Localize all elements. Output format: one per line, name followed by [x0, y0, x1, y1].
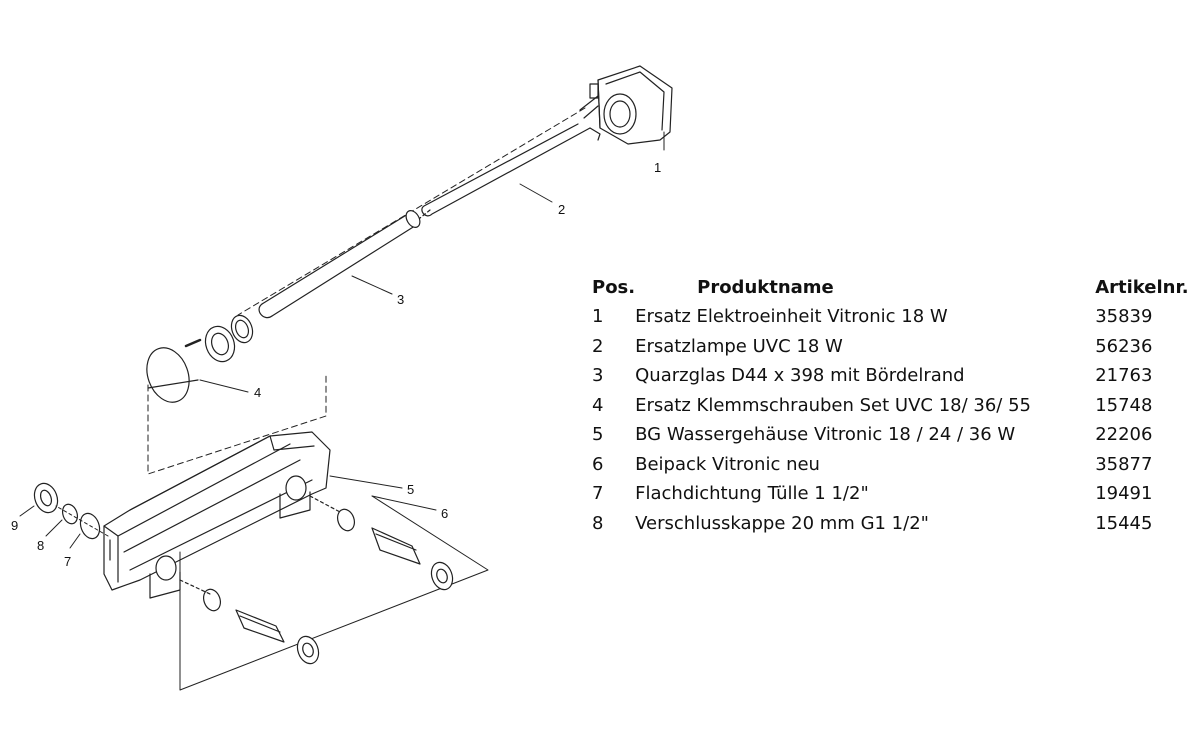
- row-pos: 2: [592, 335, 604, 357]
- header-article-number: Artikelnr.: [1095, 276, 1189, 298]
- callout-9: 9: [11, 518, 18, 533]
- row-pos: 5: [592, 424, 604, 446]
- header-product-name: Produktname: [697, 276, 834, 298]
- table-row: 8 Verschlusskappe 20 mm G1 1/2" 15445: [592, 509, 1192, 539]
- leader-line-6: [371, 495, 437, 511]
- callout-1: 1: [654, 160, 661, 175]
- row-pos: 4: [592, 394, 604, 416]
- uv-lamp-part: [414, 123, 601, 223]
- row-product-name: Beipack Vitronic neu: [635, 453, 820, 475]
- leader-line-5: [329, 475, 403, 489]
- table-row: 2 Ersatzlampe UVC 18 W 56236: [592, 332, 1192, 362]
- row-pos: 8: [592, 512, 604, 534]
- table-row: 6 Beipack Vitronic neu 35877: [592, 450, 1192, 480]
- row-pos: 6: [592, 453, 604, 475]
- row-article-number: 19491: [1095, 483, 1153, 505]
- row-article-number: 15748: [1095, 394, 1153, 416]
- row-product-name: Verschlusskappe 20 mm G1 1/2": [635, 512, 929, 534]
- row-product-name: Ersatz Elektroeinheit Vitronic 18 W: [635, 306, 948, 328]
- callout-3: 3: [397, 292, 404, 307]
- accessory-pack-part: [179, 495, 489, 691]
- leader-line-7: [69, 533, 81, 549]
- row-article-number: 35877: [1095, 453, 1153, 475]
- table-row: 7 Flachdichtung Tülle 1 1/2" 19491: [592, 479, 1192, 509]
- end-cap-part: [33, 482, 59, 514]
- table-header-row: Pos. Produktname Artikelnr.: [592, 272, 1192, 302]
- callout-8: 8: [37, 538, 44, 553]
- callout-4: 4: [254, 385, 261, 400]
- leader-line-4: [199, 379, 249, 393]
- row-product-name: Ersatzlampe UVC 18 W: [635, 335, 843, 357]
- table-row: 5 BG Wassergehäuse Vitronic 18 / 24 / 36…: [592, 420, 1192, 450]
- table-row: 1 Ersatz Elektroeinheit Vitronic 18 W 35…: [592, 302, 1192, 332]
- row-pos: 1: [592, 306, 604, 328]
- callout-6: 6: [441, 506, 448, 521]
- callout-2: 2: [558, 202, 565, 217]
- table-row: 4 Ersatz Klemmschrauben Set UVC 18/ 36/ …: [592, 391, 1192, 421]
- closing-cap-part: [61, 503, 79, 525]
- row-product-name: Flachdichtung Tülle 1 1/2": [635, 483, 869, 505]
- row-product-name: Ersatz Klemmschrauben Set UVC 18/ 36/ 55: [635, 394, 1031, 416]
- row-article-number: 35839: [1095, 306, 1153, 328]
- callout-5: 5: [407, 482, 414, 497]
- row-article-number: 21763: [1095, 365, 1153, 387]
- flat-seal-part: [79, 512, 101, 540]
- parts-list-table: Pos. Produktname Artikelnr. 1 Ersatz Ele…: [592, 272, 1192, 538]
- clamp-screw-set-part: [146, 314, 327, 475]
- leader-line-3: [351, 275, 393, 295]
- quartz-glass-part: [258, 210, 421, 319]
- row-article-number: 56236: [1095, 335, 1153, 357]
- row-pos: 3: [592, 365, 604, 387]
- leader-line-9: [19, 505, 35, 517]
- leader-line-8: [45, 519, 63, 537]
- row-article-number: 22206: [1095, 424, 1153, 446]
- table-row: 3 Quarzglas D44 x 398 mit Bördelrand 217…: [592, 361, 1192, 391]
- row-product-name: BG Wassergehäuse Vitronic 18 / 24 / 36 W: [635, 424, 1016, 446]
- callout-7: 7: [64, 554, 71, 569]
- row-product-name: Quarzglas D44 x 398 mit Bördelrand: [635, 365, 965, 387]
- row-pos: 7: [592, 483, 604, 505]
- water-housing-part: [103, 431, 331, 599]
- leader-line-2: [519, 183, 553, 203]
- header-pos: Pos.: [592, 276, 636, 298]
- row-article-number: 15445: [1095, 512, 1153, 534]
- electro-unit-part: [579, 65, 673, 145]
